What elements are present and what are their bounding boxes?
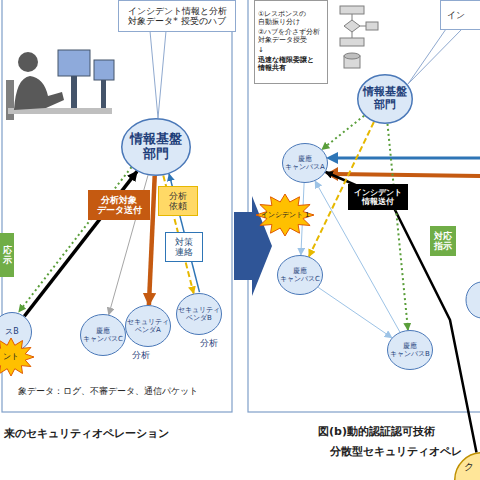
flow-arrow	[19, 167, 132, 312]
panel-frame	[2, 0, 232, 412]
person-body	[14, 76, 64, 110]
node-text: ク	[464, 461, 474, 473]
node-text: スB	[5, 327, 19, 336]
hub-circle: 情報基盤 部門	[121, 118, 191, 176]
flow-arrow	[388, 124, 409, 330]
campus-circle: 慶應 キャンパスC	[277, 255, 323, 295]
monitor-stand	[71, 76, 77, 108]
flowchart-icon	[360, 26, 366, 27]
monitor	[58, 50, 90, 76]
callout-tail	[408, 29, 462, 84]
flow-label: 対応 指示	[430, 226, 456, 256]
node-text: 慶應 キャンパスB	[387, 342, 433, 358]
person-head	[18, 52, 38, 72]
footnote: 象データ：ログ、不審データ、通信パケット	[18, 386, 198, 396]
flow-label: 分析 依頼	[158, 186, 198, 216]
note-box: ①レスポンスの 自動振り分け ②ハブを介さず分析 対象データ授受 ↓ 迅速な権限委譲と…	[254, 0, 328, 84]
node-outline	[358, 75, 413, 124]
node-text: ①レスポンスの 自動振り分け	[258, 10, 324, 26]
node-text: 分析対象 データ送付	[88, 195, 150, 216]
flowchart-icon	[340, 38, 364, 46]
flowchart-icon	[352, 14, 353, 20]
node-text: ント	[3, 352, 19, 361]
node-outline	[81, 315, 126, 356]
panel-caption: 来のセキュリティオペレーション	[4, 428, 169, 441]
node-text: セキュリティ ベンダB	[176, 306, 222, 322]
node-text: 迅速な権限委譲と 情報共有	[258, 56, 324, 72]
incident-burst: インシデント 1	[256, 194, 314, 236]
flowchart-icon	[340, 6, 364, 14]
flow-label: 応 示	[0, 233, 14, 277]
node-text: インシデント情報と分析 対象データ* 授受のハブ	[119, 6, 235, 27]
node-outline	[278, 256, 323, 295]
node-outline	[122, 119, 191, 176]
campus-circle: 慶應 キャンパスC	[80, 314, 126, 356]
cut-circle	[466, 282, 480, 318]
node-text: インシデント 1	[261, 211, 310, 219]
node-outline	[126, 306, 171, 347]
node-text: ↓	[258, 46, 264, 54]
node-text: 対策 連絡	[166, 237, 202, 258]
footnote: 象データ：ログ、不審データ、通信パケット	[18, 386, 198, 396]
vendor-circle: セキュリティ ベンダB	[176, 293, 222, 335]
node-text: セキュリティ ベンダA	[125, 318, 171, 334]
node-outline	[283, 144, 328, 183]
flowchart-icon	[352, 32, 353, 38]
flow-arrow	[318, 287, 392, 337]
vendor-circle: セキュリティ ベンダA	[125, 305, 171, 347]
panel-caption: 図(b)動的認証認可技術	[318, 426, 435, 439]
node-text: インシデント 情報送付	[348, 188, 408, 206]
flowchart-icon	[344, 20, 360, 32]
panel-caption: 分散型セキュリティオペレ	[330, 446, 462, 459]
campus-circle: 慶應 キャンパスA	[282, 143, 328, 183]
flowchart-icon	[366, 22, 378, 30]
panel-frame	[248, 0, 480, 412]
node-outline	[0, 338, 34, 376]
analysis-note: 分析	[200, 338, 218, 348]
panel-caption: 分散型セキュリティオペレ	[330, 445, 462, 458]
node-text: 慶應 キャンパスA	[282, 155, 328, 171]
node-outline	[388, 331, 433, 370]
incident-burst: ント	[0, 338, 34, 376]
inflow-arrow	[336, 174, 480, 176]
flow-arrow	[326, 172, 477, 453]
hub-callout: イン	[440, 0, 480, 30]
database-icon	[344, 53, 360, 59]
node-text: ②ハブを介さず分析 対象データ授受	[258, 28, 324, 44]
analysis-note: 分析	[132, 350, 150, 360]
analysis-note: 分析	[200, 338, 218, 348]
node-text: 慶應 キャンパスC	[80, 327, 126, 343]
callout-tail	[150, 31, 166, 118]
node-outline	[256, 194, 314, 236]
monitor-stand	[101, 80, 106, 108]
node-outline	[177, 294, 222, 335]
flow-label: 対策 連絡	[165, 232, 203, 262]
node-text: イン	[447, 10, 465, 20]
flow-label: 分析対象 データ送付	[88, 190, 150, 220]
node-text: 応 示	[0, 245, 14, 266]
campus-circle: 慶應 キャンパスB	[387, 330, 433, 370]
node-text: 分析 依頼	[159, 191, 197, 212]
node-text: 慶應 キャンパスC	[277, 267, 323, 283]
node-text: 対応 指示	[430, 231, 456, 252]
node-text: 情報基盤 部門	[121, 132, 191, 162]
node-text: 情報基盤 部門	[357, 86, 413, 111]
hub-callout: インシデント情報と分析 対象データ* 授受のハブ	[118, 0, 236, 32]
hub-circle: 情報基盤 部門	[357, 74, 413, 124]
panel-caption: 来のセキュリティオペレーション	[4, 427, 169, 440]
analysis-note: 分析	[132, 350, 150, 360]
flow-arrow	[322, 116, 364, 150]
panel-caption: 図(b)動的認証認可技術	[318, 425, 435, 438]
monitor	[94, 60, 114, 80]
flow-label: インシデント 情報送付	[348, 184, 408, 210]
